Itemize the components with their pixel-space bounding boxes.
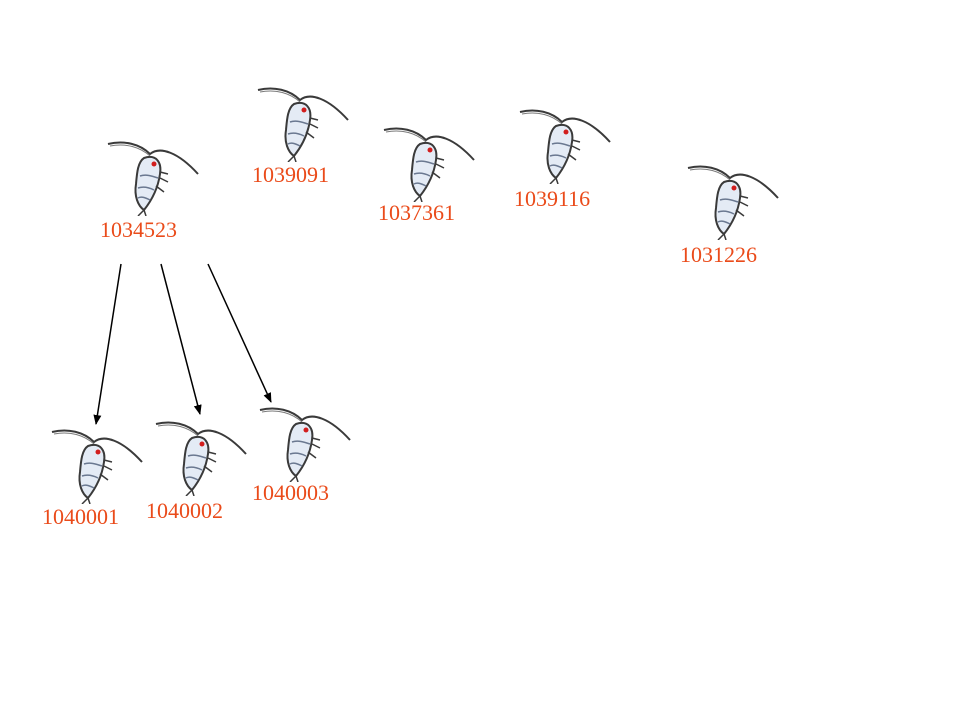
copepod-icon bbox=[155, 421, 247, 496]
parent-id-label: 1031226 bbox=[680, 242, 757, 267]
offspring-id-label: 1040003 bbox=[252, 480, 329, 505]
lineage-arrow bbox=[160, 263, 202, 415]
lineage-arrow bbox=[207, 263, 272, 403]
offspring-id-label: 1040002 bbox=[146, 498, 223, 523]
parent-id-label: 1039116 bbox=[514, 186, 591, 211]
copepod-icon bbox=[259, 407, 351, 482]
lineage-arrow bbox=[93, 263, 122, 425]
offspring-id-label: 1040001 bbox=[42, 504, 119, 529]
copepod-icon bbox=[51, 429, 143, 504]
parent-id-label: 1039091 bbox=[252, 162, 329, 187]
parent-id-label: 1037361 bbox=[378, 200, 455, 225]
parent-id-label: 1034523 bbox=[100, 217, 177, 242]
